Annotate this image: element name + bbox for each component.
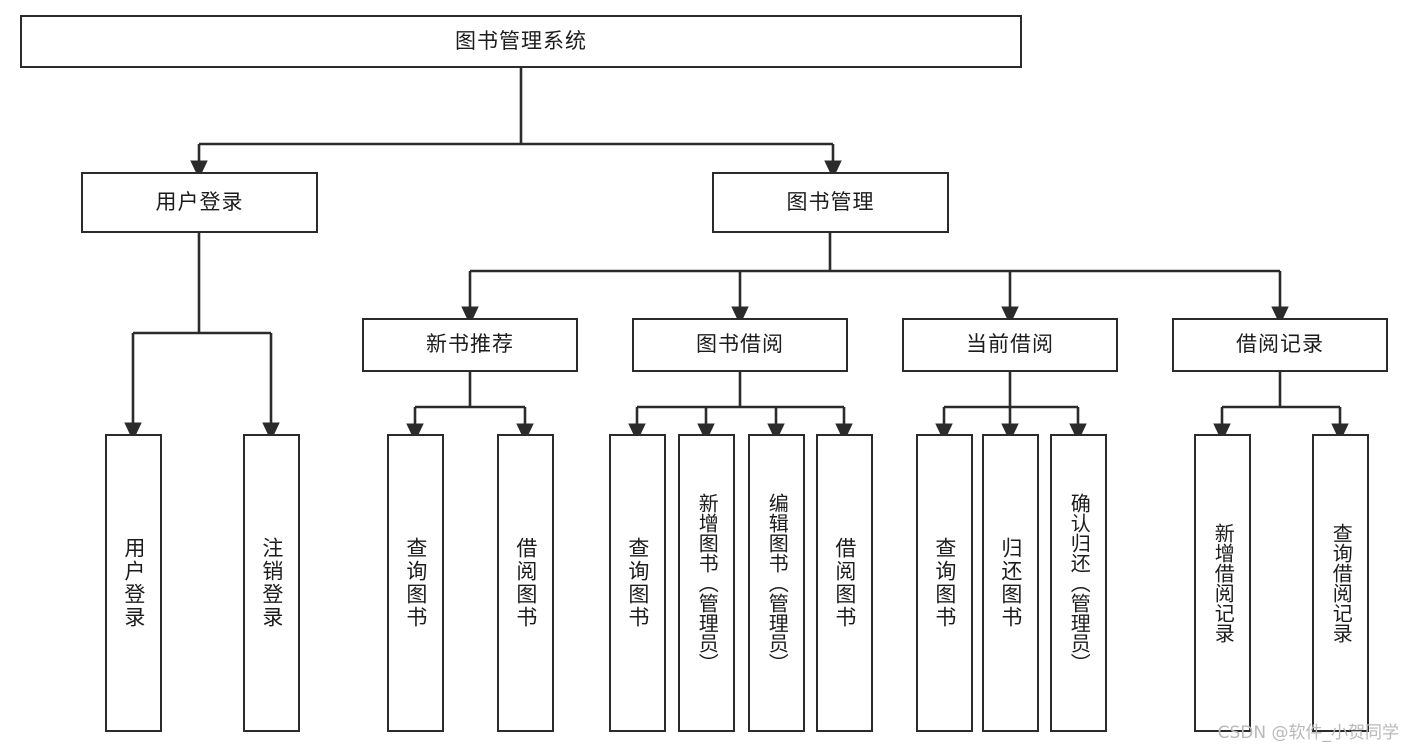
node-new-book-recommend[interactable]: 新书推荐 <box>362 318 578 372</box>
node-leaf-query-book-1[interactable]: 查询图书 <box>387 434 444 732</box>
node-root[interactable]: 图书管理系统 <box>20 15 1022 68</box>
watermark-text: CSDN @软件_小贺同学 <box>1217 723 1399 743</box>
node-leaf-query-book-3[interactable]: 查询图书 <box>916 434 973 732</box>
node-leaf-user-login[interactable]: 用户登录 <box>105 434 162 732</box>
node-leaf-query-record[interactable]: 查询借阅记录 <box>1312 434 1369 732</box>
node-leaf-borrow-book-1[interactable]: 借阅图书 <box>497 434 554 732</box>
node-leaf-edit-book[interactable]: 编辑图书（管理员） <box>748 434 805 732</box>
node-leaf-add-book[interactable]: 新增图书（管理员） <box>678 434 735 732</box>
node-leaf-user-logout[interactable]: 注销登录 <box>243 434 300 732</box>
node-leaf-confirm-return[interactable]: 确认归还（管理员） <box>1050 434 1107 732</box>
node-current-borrow[interactable]: 当前借阅 <box>902 318 1118 372</box>
node-leaf-add-record[interactable]: 新增借阅记录 <box>1194 434 1251 732</box>
node-user-login[interactable]: 用户登录 <box>81 172 318 233</box>
node-book-manage[interactable]: 图书管理 <box>712 172 949 233</box>
node-borrow-record[interactable]: 借阅记录 <box>1172 318 1388 372</box>
node-leaf-query-book-2[interactable]: 查询图书 <box>609 434 666 732</box>
node-leaf-return-book[interactable]: 归还图书 <box>982 434 1039 732</box>
node-book-borrow[interactable]: 图书借阅 <box>632 318 848 372</box>
node-leaf-borrow-book-2[interactable]: 借阅图书 <box>816 434 873 732</box>
